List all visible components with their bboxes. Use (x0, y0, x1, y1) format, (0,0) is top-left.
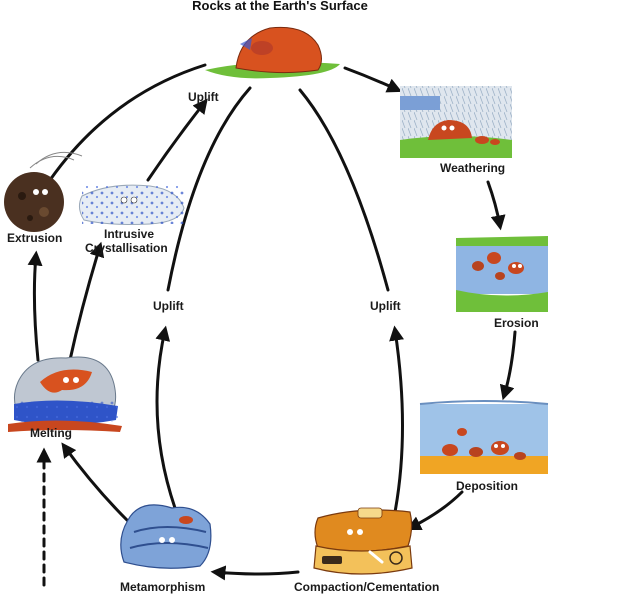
arrow-extrusion-to-surface (48, 63, 207, 182)
arrow-to-compaction (405, 490, 464, 531)
label-compaction-cementation: Compaction/Cementation (294, 580, 440, 594)
compaction-illustration (313, 507, 413, 575)
label-melting: Melting (30, 426, 72, 440)
cycle-arrows (27, 63, 517, 587)
label-uplift-top: Uplift (188, 90, 219, 104)
arrow-to-melting (61, 442, 134, 527)
arrow-metamorphic-uplift (155, 325, 177, 510)
arrow-left-uplift-to-surface (166, 86, 252, 292)
label-intrusive: Intrusive (104, 227, 155, 241)
diagram-title: Rocks at the Earth's Surface (192, 0, 368, 13)
surface-rock-illustration (205, 26, 340, 79)
erosion-illustration (456, 236, 548, 312)
melting-illustration (8, 356, 122, 432)
weathering-illustration (400, 86, 512, 158)
label-erosion: Erosion (494, 316, 539, 330)
arrow-to-intrusive (68, 241, 105, 362)
arrow-to-deposition (499, 330, 517, 401)
arrow-sedimentary-uplift (389, 325, 404, 514)
arrow-right-uplift-to-surface (298, 88, 390, 292)
label-deposition: Deposition (456, 479, 518, 493)
extrusion-illustration (4, 151, 83, 232)
intrusive-illustration (78, 184, 185, 225)
arrow-intrusive-uplift (146, 98, 208, 182)
deposition-illustration (419, 400, 549, 474)
metamorphism-illustration (120, 504, 212, 569)
label-uplift-left: Uplift (153, 299, 184, 313)
arrow-to-metamorphism (210, 565, 300, 581)
label-weathering: Weathering (440, 161, 506, 175)
label-uplift-right: Uplift (370, 299, 401, 313)
label-extrusion: Extrusion (7, 231, 63, 245)
arrow-to-extrusion (27, 250, 43, 362)
arrow-to-erosion (486, 180, 506, 231)
label-crystallisation: Crystallisation (85, 241, 168, 255)
arrow-to-weathering (343, 66, 403, 93)
label-metamorphism: Metamorphism (120, 580, 206, 594)
